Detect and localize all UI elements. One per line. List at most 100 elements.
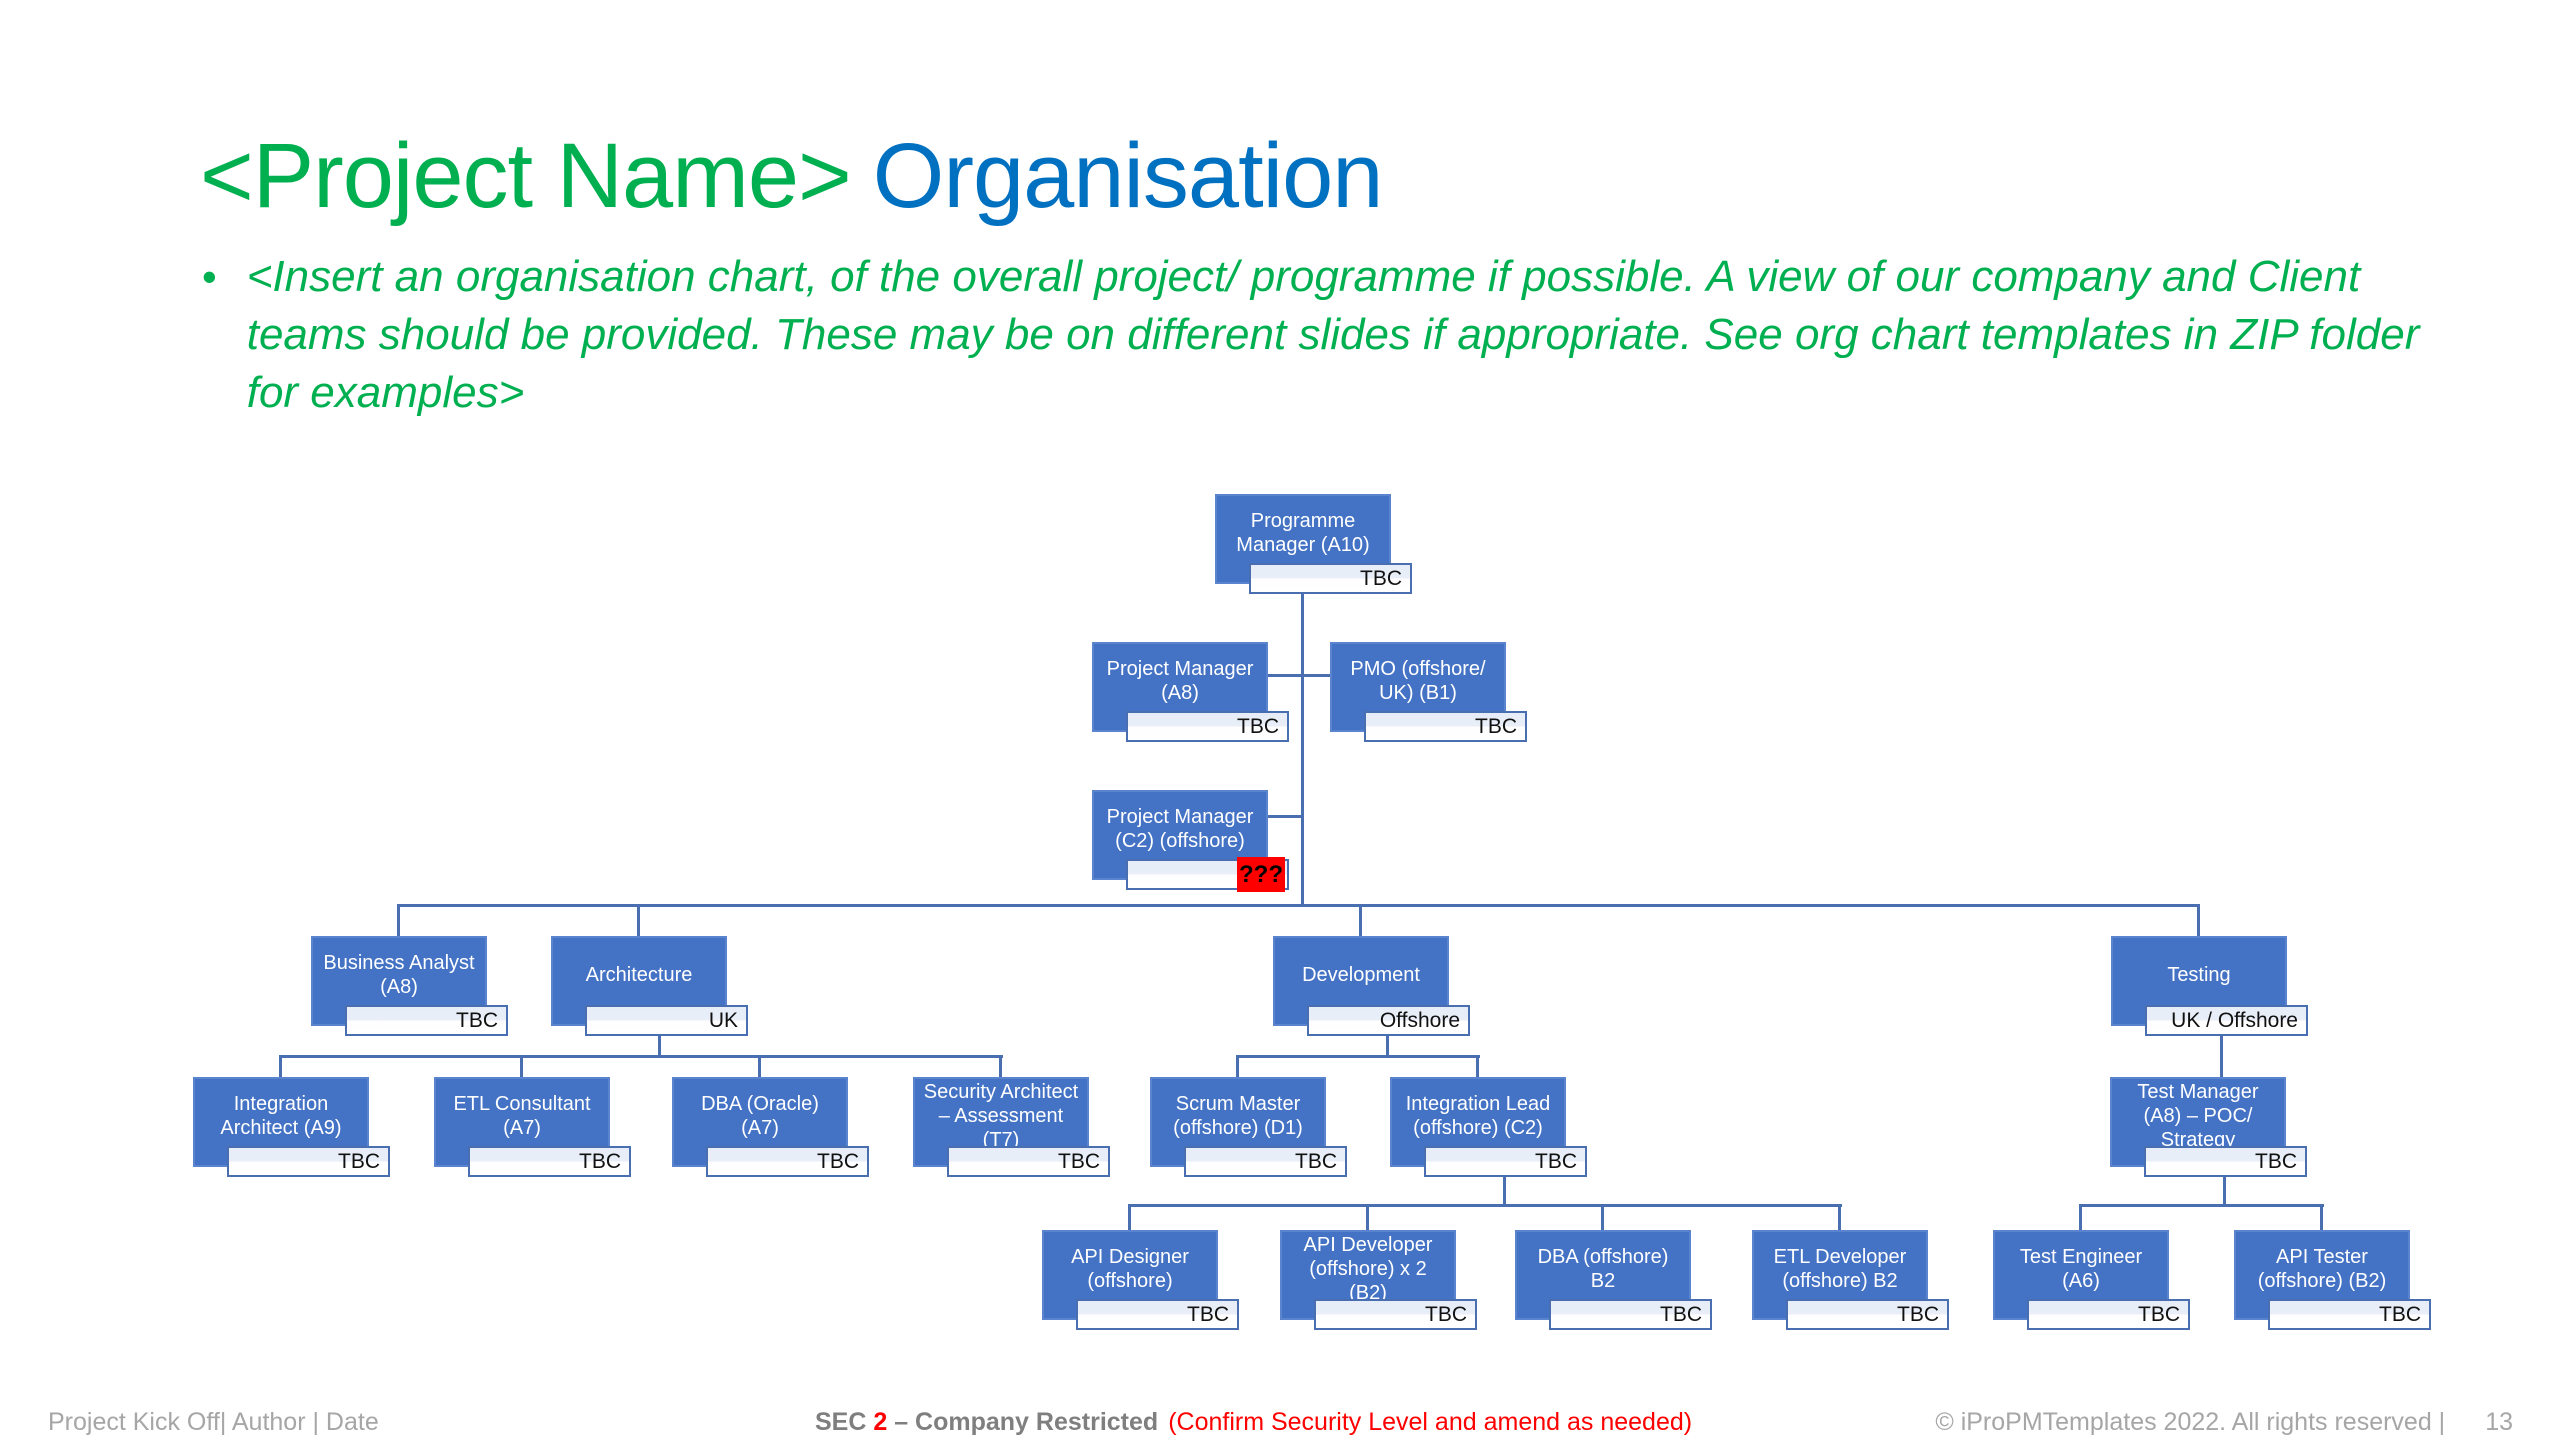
org-node-assignee-bar: Offshore	[1307, 1005, 1470, 1036]
org-node-assignee-bar: TBC	[1424, 1146, 1587, 1177]
org-node-test-manager: Test Manager (A8) – POC/ Strategy TBC	[2110, 1077, 2307, 1177]
connector-line	[397, 904, 400, 936]
org-node-assignee: TBC	[456, 1008, 498, 1032]
org-node-assignee-bar: TBC	[1249, 563, 1412, 594]
org-node-assignee-bar: TBC	[1786, 1299, 1949, 1330]
org-node-assignee: TBC	[579, 1149, 621, 1173]
org-node-assignee-bar: TBC	[468, 1146, 631, 1177]
connector-line	[2079, 1204, 2082, 1230]
instruction-text: <Insert an organisation chart, of the ov…	[246, 252, 2420, 417]
org-node-assignee: TBC	[1660, 1302, 1702, 1326]
org-node-assignee-bar: TBC	[947, 1146, 1110, 1177]
connector-line	[1128, 1204, 1131, 1230]
connector-line	[1130, 1204, 1842, 1207]
org-node-assignee-bar: TBC	[706, 1146, 869, 1177]
org-node-assignee-bar: TBC	[1314, 1299, 1477, 1330]
org-node-business-analyst: Business Analyst (A8) TBC	[311, 936, 508, 1036]
connector-line	[1476, 1055, 1479, 1077]
org-node-assignee: UK / Offshore	[2171, 1008, 2298, 1032]
connector-line	[1601, 1204, 1604, 1230]
org-node-title: Integration Lead (offshore) (C2)	[1390, 1077, 1566, 1167]
org-node-assignee: TBC	[817, 1149, 859, 1173]
security-label: SEC	[815, 1408, 874, 1436]
footer-copyright: © iProPMTemplates 2022. All rights reser…	[1935, 1408, 2446, 1436]
connector-line	[1268, 815, 1303, 818]
org-node-assignee: TBC	[1187, 1302, 1229, 1326]
org-node-assignee: TBC	[2379, 1302, 2421, 1326]
connector-line	[1303, 674, 1332, 677]
org-node-assignee: Offshore	[1379, 1008, 1460, 1032]
org-node-assignee-bar: TBC	[2027, 1299, 2190, 1330]
org-node-pmo: PMO (offshore/ UK) (B1) TBC	[1330, 642, 1527, 742]
org-node-assignee-bar: UK	[585, 1005, 748, 1036]
title-organisation: Organisation	[872, 124, 1384, 227]
connector-line	[658, 1036, 661, 1058]
org-node-assignee: TBC	[2138, 1302, 2180, 1326]
connector-line	[281, 1055, 1003, 1058]
org-node-assignee-bar: TBC	[1126, 711, 1289, 742]
org-node-assignee: TBC	[1535, 1149, 1577, 1173]
connector-line	[1503, 1177, 1506, 1207]
connector-line	[1238, 1055, 1480, 1058]
connector-line	[2081, 1204, 2324, 1207]
connector-line	[1366, 1204, 1369, 1230]
connector-line	[279, 1055, 282, 1077]
org-node-api-designer: API Designer (offshore) TBC	[1042, 1230, 1239, 1330]
connector-line	[1838, 1204, 1841, 1230]
org-node-title: API Tester (offshore) (B2)	[2234, 1230, 2410, 1320]
page-number: 13	[2485, 1408, 2513, 1436]
org-node-assignee-bar: TBC	[227, 1146, 390, 1177]
connector-line	[1236, 1055, 1239, 1077]
org-node-assignee: UK	[708, 1008, 738, 1032]
title-project-name: <Project Name>	[200, 124, 852, 227]
org-node-assignee: TBC	[1425, 1302, 1467, 1326]
org-node-integration-architect: Integration Architect (A9) TBC	[193, 1077, 390, 1177]
org-node-assignee-bar: ???	[1126, 857, 1289, 892]
org-node-api-developer: API Developer (offshore) x 2 (B2) TBC	[1280, 1230, 1477, 1330]
connector-line	[999, 1055, 1002, 1077]
org-node-security-architect: Security Architect – Assessment (T7) TBC	[913, 1077, 1110, 1177]
instruction-bullet: • <Insert an organisation chart, of the …	[202, 248, 2422, 422]
org-node-dba-offshore: DBA (offshore) B2 TBC	[1515, 1230, 1712, 1330]
org-node-dba-oracle: DBA (Oracle) (A7) TBC	[672, 1077, 869, 1177]
alert-badge: ???	[1237, 857, 1285, 892]
org-node-assignee: TBC	[1360, 566, 1402, 590]
org-node-project-manager-c2: Project Manager (C2) (offshore) ???	[1092, 790, 1289, 892]
page-title: <Project Name>Organisation	[200, 124, 1384, 229]
org-node-testing: Testing UK / Offshore	[2111, 936, 2308, 1036]
org-node-assignee-bar: TBC	[1364, 711, 1527, 742]
org-node-project-manager-a8: Project Manager (A8) TBC	[1092, 642, 1289, 742]
org-node-test-engineer: Test Engineer (A6) TBC	[1993, 1230, 2190, 1330]
security-rest: – Company Restricted	[887, 1408, 1159, 1436]
security-warning: (Confirm Security Level and amend as nee…	[1168, 1408, 1693, 1436]
org-node-api-tester: API Tester (offshore) (B2) TBC	[2234, 1230, 2431, 1330]
org-node-integration-lead: Integration Lead (offshore) (C2) TBC	[1390, 1077, 1587, 1177]
connector-line	[758, 1055, 761, 1077]
org-node-assignee: TBC	[1295, 1149, 1337, 1173]
connector-line	[520, 1055, 523, 1077]
org-node-programme-manager: Programme Manager (A10) TBC	[1215, 494, 1412, 594]
org-node-assignee-bar: TBC	[1076, 1299, 1239, 1330]
connector-line	[637, 904, 640, 936]
org-node-scrum-master: Scrum Master (offshore) (D1) TBC	[1150, 1077, 1347, 1177]
org-node-assignee-bar: UK / Offshore	[2145, 1005, 2308, 1036]
org-node-assignee-bar: TBC	[1549, 1299, 1712, 1330]
org-node-etl-consultant: ETL Consultant (A7) TBC	[434, 1077, 631, 1177]
connector-line	[1386, 1036, 1389, 1058]
footer-copyright-block: © iProPMTemplates 2022. All rights reser…	[1935, 1408, 2513, 1437]
connector-line	[2223, 1177, 2226, 1207]
org-node-assignee-bar: TBC	[345, 1005, 508, 1036]
org-node-assignee: TBC	[1897, 1302, 1939, 1326]
org-node-architecture: Architecture UK	[551, 936, 748, 1036]
org-node-development: Development Offshore	[1273, 936, 1470, 1036]
connector-line	[399, 904, 2200, 907]
connector-line	[1301, 594, 1304, 907]
connector-line	[2220, 1036, 2223, 1079]
slide-footer: Project Kick Off| Author | Date SEC 2 – …	[0, 1408, 2560, 1440]
footer-project-author-date: Project Kick Off| Author | Date	[48, 1408, 379, 1436]
org-node-assignee: TBC	[1058, 1149, 1100, 1173]
org-node-etl-developer: ETL Developer (offshore) B2 TBC	[1752, 1230, 1949, 1330]
security-level: 2	[873, 1408, 888, 1436]
org-node-assignee: TBC	[338, 1149, 380, 1173]
